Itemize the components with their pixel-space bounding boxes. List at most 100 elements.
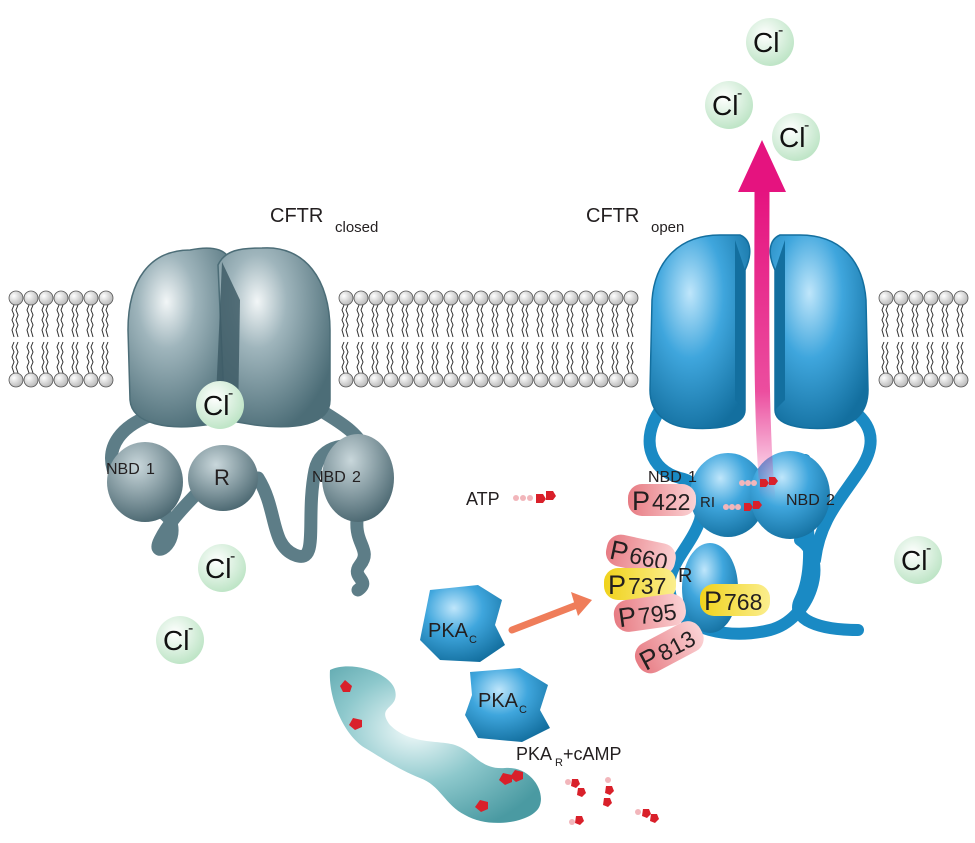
svg-text:737: 737 [628, 573, 666, 599]
lipid-head [398, 372, 414, 388]
lipid-tail [941, 341, 945, 374]
svg-text:CFTR: CFTR [270, 205, 323, 227]
lipid-tail [960, 341, 964, 374]
svg-text:Cl: Cl [203, 390, 229, 421]
lipid-tail [956, 304, 960, 338]
svg-text:PKA: PKA [478, 690, 519, 712]
lipid-head [443, 372, 459, 388]
lipid-tail [431, 341, 435, 374]
pka-catalytic-2: PKA C [465, 668, 550, 742]
lipid-head [338, 290, 354, 306]
svg-text:R: R [555, 757, 563, 769]
label-pka-r-camp: PKA R +cAMP [516, 744, 622, 769]
activation-arrowhead [571, 592, 592, 616]
lipid-tail [71, 341, 75, 374]
lipid-head [53, 290, 69, 306]
lipid-head [953, 290, 969, 306]
lipid-tail [11, 304, 15, 338]
label-closed-nbd2: NBD 2 [312, 469, 361, 486]
lipid-head [533, 372, 549, 388]
lipid-tail [450, 341, 454, 374]
lipid-bilayer [8, 290, 969, 388]
lipid-tail [390, 341, 394, 374]
svg-text:P: P [608, 570, 626, 600]
lipid-head [428, 290, 444, 306]
lipid-tail [26, 341, 30, 374]
lipid-tail [71, 304, 75, 338]
lipid-tail [11, 341, 15, 374]
lipid-tail [585, 341, 589, 374]
lipid-tail [405, 341, 409, 374]
chloride-ion: Cl - [746, 18, 794, 66]
closed-c-terminal-tail [350, 513, 371, 597]
svg-text:CFTR: CFTR [586, 205, 639, 227]
lipid-tail [536, 341, 540, 374]
lipid-tail [371, 341, 375, 374]
lipid-tail [900, 341, 904, 374]
lipid-tail [450, 304, 454, 338]
lipid-tail [525, 341, 529, 374]
lipid-tail [101, 341, 105, 374]
pka-catalytic-1: PKA C [420, 585, 505, 662]
open-tmd-inner-right [775, 240, 785, 410]
lipid-head [383, 372, 399, 388]
svg-text:open: open [651, 219, 684, 236]
lipid-head [338, 372, 354, 388]
closed-nbd2 [322, 434, 394, 522]
svg-text:422: 422 [652, 489, 690, 515]
svg-text:1: 1 [688, 469, 697, 486]
lipid-tail [551, 304, 555, 338]
closed-tmd-right [217, 247, 331, 428]
lipid-head [68, 372, 84, 388]
lipid-tail [506, 341, 510, 374]
svg-text:Cl: Cl [779, 122, 805, 153]
lipid-tail [555, 341, 559, 374]
lipid-head [938, 290, 954, 306]
lipid-tail [540, 304, 544, 338]
lipid-tail [495, 304, 499, 338]
lipid-tail [566, 341, 570, 374]
lipid-head [68, 290, 84, 306]
lipid-head [413, 290, 429, 306]
lipid-tail [420, 341, 424, 374]
lipid-tail [60, 341, 64, 374]
lipid-tail [465, 341, 469, 374]
lipid-tail [26, 304, 30, 338]
chloride-ions: Cl - Cl - Cl - Cl - Cl - Cl - [156, 18, 942, 664]
lipid-tail [375, 341, 379, 374]
svg-text:C: C [519, 704, 527, 716]
lipid-head [8, 290, 24, 306]
label-cftr-closed: CFTR closed [270, 205, 378, 236]
phospho-site-737: P 737 [604, 568, 676, 600]
lipid-tail [510, 304, 514, 338]
svg-text:-: - [804, 117, 809, 134]
lipid-tail [386, 304, 390, 338]
lipid-tail [431, 304, 435, 338]
lipid-head [563, 372, 579, 388]
svg-text:P: P [704, 586, 722, 616]
lipid-tail [375, 304, 379, 338]
lipid-head [83, 372, 99, 388]
free-camp [565, 777, 659, 825]
pka-regulatory [329, 666, 541, 823]
svg-text:768: 768 [724, 589, 762, 615]
lipid-head [893, 372, 909, 388]
lipid-tail [446, 304, 450, 338]
lipid-tail [581, 304, 585, 338]
svg-text:C: C [469, 634, 477, 646]
lipid-tail [926, 341, 930, 374]
lipid-tail [945, 304, 949, 338]
lipid-tail [881, 341, 885, 374]
chloride-flow-arrowhead [738, 140, 786, 192]
open-nbd1 [690, 453, 766, 537]
chloride-ion: Cl - [705, 81, 753, 129]
lipid-tail [896, 341, 900, 374]
lipid-tail [386, 341, 390, 374]
svg-text:Cl: Cl [712, 90, 738, 121]
lipid-head [563, 290, 579, 306]
lipid-head [923, 290, 939, 306]
lipid-tail [56, 341, 60, 374]
lipid-tail [956, 341, 960, 374]
lipid-tail [356, 341, 360, 374]
